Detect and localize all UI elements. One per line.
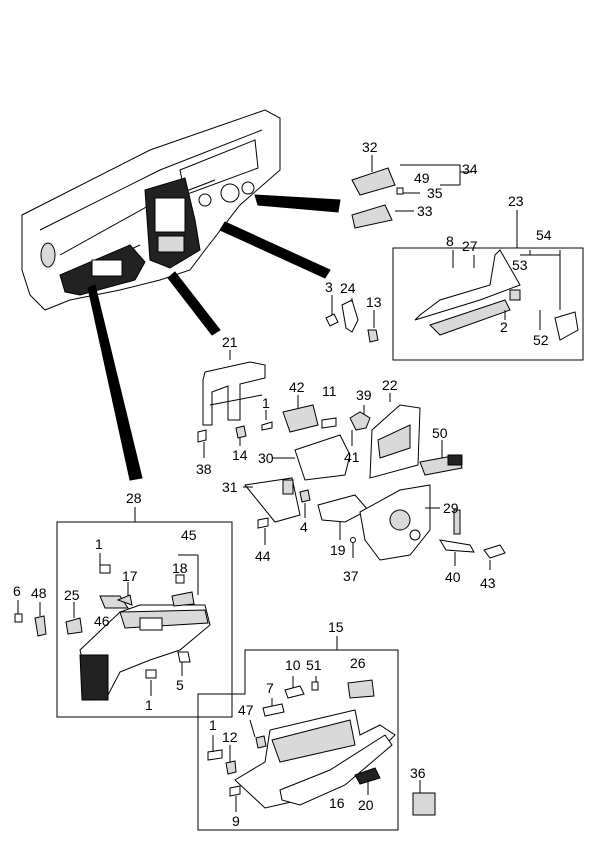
callout-43: 43 [480,575,496,591]
callout-10: 10 [285,657,301,673]
callout-18: 18 [172,560,188,576]
callout-4: 4 [300,519,308,535]
callout-46: 46 [94,613,110,629]
callout-41: 41 [344,449,360,465]
callout-1-box28-bottom: 1 [145,697,153,713]
callout-1-box28-top: 1 [95,536,103,552]
callout-21: 21 [222,334,238,350]
box-23 [392,210,584,361]
group-36 [412,780,436,816]
callout-12: 12 [222,729,238,745]
callout-39: 39 [356,387,372,403]
callout-1-box15: 1 [209,717,217,733]
callout-29: 29 [443,500,459,516]
callout-27: 27 [462,238,478,254]
callout-38: 38 [196,461,212,477]
callout-25: 25 [64,587,80,603]
callout-17: 17 [122,568,138,584]
callout-3: 3 [325,279,333,295]
callout-33: 33 [417,203,433,219]
callout-22: 22 [382,377,398,393]
callout-9: 9 [232,813,240,829]
callout-44: 44 [255,548,271,564]
callout-51: 51 [306,657,322,673]
group-22-29-40 [350,393,506,570]
group-6-48 [14,600,47,637]
callout-28: 28 [126,490,142,506]
callout-26: 26 [350,655,366,671]
group-30-31-19 [243,434,369,545]
callout-32: 32 [362,139,378,155]
callout-8: 8 [446,233,454,249]
group-21 [197,350,371,458]
callout-45: 45 [181,527,197,543]
callout-50: 50 [432,425,448,441]
callout-20: 20 [358,797,374,813]
callout-23: 23 [508,193,524,209]
callout-54: 54 [536,227,552,243]
callout-34: 34 [462,161,478,177]
callout-30: 30 [258,450,274,466]
callout-2: 2 [500,319,508,335]
callout-14: 14 [232,447,248,463]
box-15 [197,636,399,831]
pointer-wedges [87,194,341,481]
callout-19: 19 [330,542,346,558]
callout-labels: 32 34 49 35 33 23 8 27 54 53 2 52 3 24 1… [13,139,552,829]
callout-47: 47 [238,702,254,718]
callout-24: 24 [340,280,356,296]
callout-5: 5 [176,677,184,693]
callout-31: 31 [222,479,238,495]
callout-49: 49 [414,170,430,186]
callout-13: 13 [366,294,382,310]
group-32-35 [351,155,472,229]
callout-11: 11 [322,383,337,399]
callout-1-mid: 1 [262,395,270,411]
callout-15: 15 [328,619,344,635]
callout-37: 37 [343,568,359,584]
callout-6: 6 [13,583,21,599]
callout-16: 16 [329,795,345,811]
box-28 [56,507,233,718]
callout-7: 7 [266,680,274,696]
callout-53: 53 [512,257,528,273]
callout-36: 36 [410,765,426,781]
callout-40: 40 [445,569,461,585]
group-3-24-13 [325,295,379,343]
callout-35: 35 [427,185,443,201]
callout-48: 48 [31,585,47,601]
callout-52: 52 [533,332,549,348]
dashboard-panel [21,109,281,311]
callout-42: 42 [289,379,305,395]
